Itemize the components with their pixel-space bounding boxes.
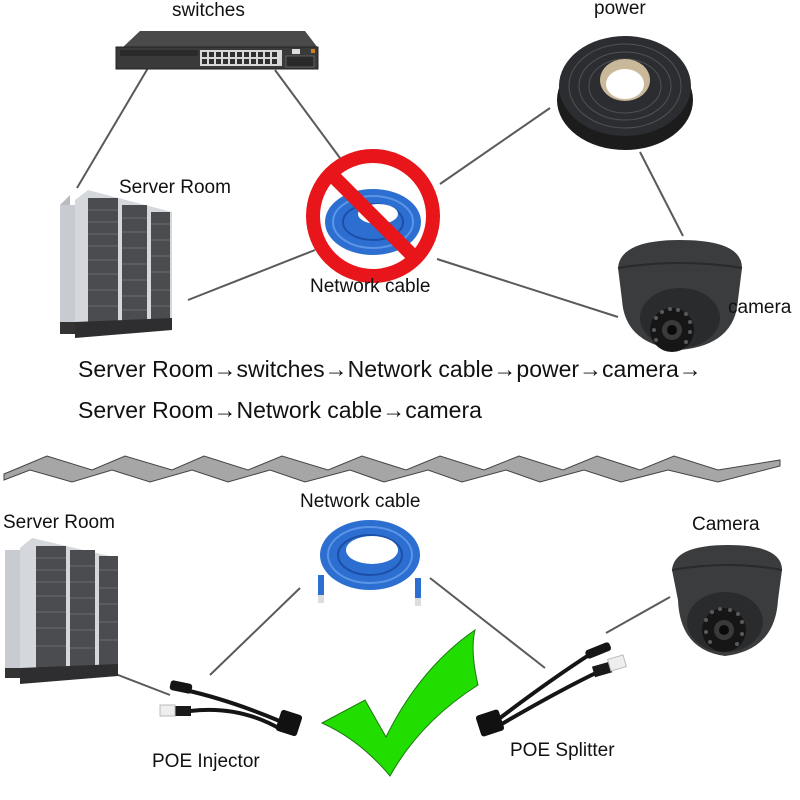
flow-line-right: Server Room→Network cable→camera [78, 397, 482, 423]
line-power-camera [639, 151, 684, 237]
dome-camera-bottom-icon [671, 545, 783, 656]
label-network-cable-bottom: Network cable [300, 491, 421, 512]
section-divider [3, 455, 781, 483]
network-cable-icon [318, 520, 421, 606]
prohibit-slash [326, 169, 420, 263]
power-cable-coil-icon [557, 36, 693, 150]
line-switch-server [76, 67, 149, 189]
label-camera: camera [728, 297, 792, 318]
label-switches: switches [172, 0, 245, 21]
line-injector-cable [209, 587, 301, 676]
line-cable-camera [436, 258, 619, 318]
line-server-cable [187, 249, 316, 301]
line-cable-splitter [429, 577, 546, 669]
approved-check-icon [320, 628, 479, 777]
label-power: power [594, 0, 646, 19]
top-connector-lines [76, 67, 684, 318]
line-switch-cable [274, 69, 341, 159]
network-switch-icon [115, 31, 319, 70]
label-server-room: Server Room [119, 177, 231, 198]
label-camera-bottom: Camera [692, 514, 760, 535]
label-server-room-bottom: Server Room [3, 512, 115, 533]
line-cable-power [439, 107, 551, 185]
dome-camera-icon [617, 240, 743, 352]
flow-line-wrong: Server Room→switches→Network cable→power… [78, 356, 702, 382]
server-rack-bottom-icon [5, 538, 118, 684]
prohibit-circle [306, 149, 440, 283]
network-cable-prohibited-icon [306, 149, 440, 283]
server-rack-icon [60, 190, 172, 338]
label-poe-injector: POE Injector [152, 751, 260, 772]
poe-injector-icon [159, 680, 303, 737]
line-splitter-camera [605, 596, 671, 634]
label-network-cable: Network cable [310, 276, 431, 297]
poe-splitter-icon [475, 642, 627, 737]
label-poe-splitter: POE Splitter [510, 740, 615, 761]
